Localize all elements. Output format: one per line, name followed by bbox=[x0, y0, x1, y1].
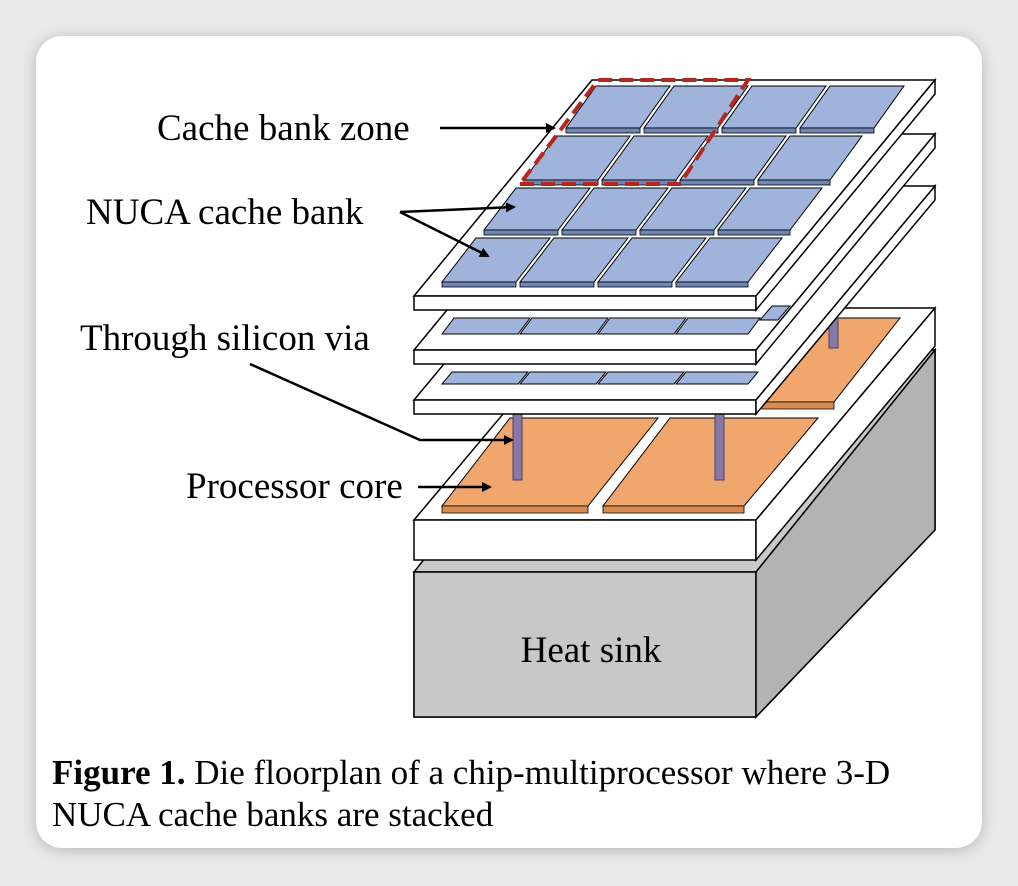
via-2 bbox=[714, 411, 725, 481]
nuca-bank-arrow-2 bbox=[399, 210, 490, 258]
nuca-cache-banks bbox=[440, 85, 905, 288]
cache-bank-zone-label: Cache bank zone bbox=[157, 108, 410, 149]
nuca-bank-arrow-1 bbox=[399, 202, 516, 214]
caption-text: Die floorplan of a chip-multiprocessor w… bbox=[52, 753, 891, 834]
cache-layer-top bbox=[412, 77, 937, 313]
tsv-arrow bbox=[249, 362, 514, 445]
annotations: Cache bank zone NUCA cache bank Through … bbox=[80, 108, 556, 507]
through-silicon-via-label: Through silicon via bbox=[80, 318, 370, 359]
caption-prefix: Figure 1. bbox=[52, 753, 186, 792]
via-1 bbox=[512, 411, 523, 481]
figure-caption: Figure 1. Die floorplan of a chip-multip… bbox=[52, 752, 952, 836]
processor-core-label: Processor core bbox=[186, 466, 403, 507]
heat-sink-label: Heat sink bbox=[521, 630, 662, 671]
nuca-cache-bank-label: NUCA cache bank bbox=[86, 192, 364, 233]
cache-bank-zone-outline bbox=[516, 78, 752, 186]
